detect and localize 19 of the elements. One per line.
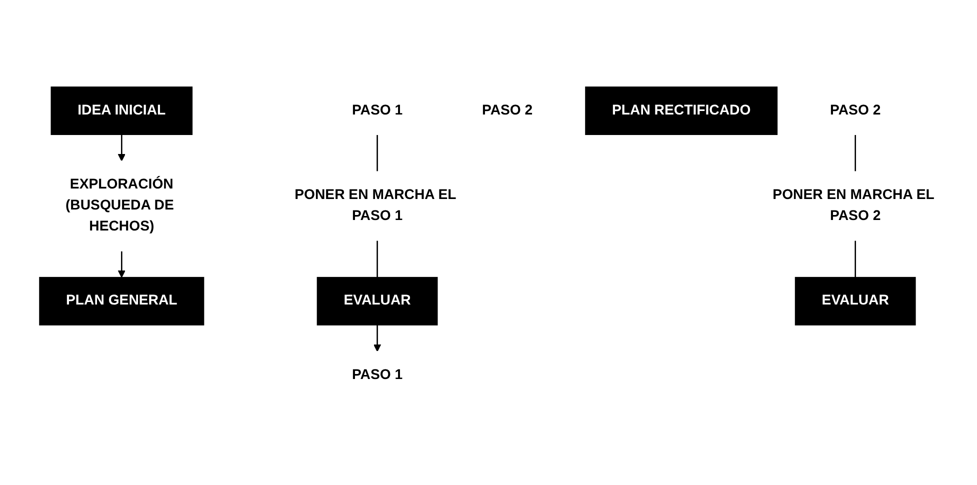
node-box <box>39 276 204 325</box>
arrow <box>118 250 126 278</box>
node-box <box>50 86 193 135</box>
node-text: PONER EN MARCHA EL PASO 2 <box>772 186 934 224</box>
connector <box>376 240 378 277</box>
node-text: EXPLORACIÓN (BUSQUEDA DE HECHOS) <box>65 176 174 234</box>
connector <box>854 240 856 277</box>
node-text: PASO 2 <box>830 102 881 118</box>
node-text: PONER EN MARCHA EL PASO 1 <box>294 186 456 224</box>
connector <box>854 134 856 172</box>
connector <box>376 134 378 172</box>
node-text: PASO 1 <box>352 102 403 118</box>
arrow <box>373 324 382 352</box>
node-text: PASO 1 <box>352 366 403 382</box>
node-box <box>585 86 778 135</box>
node-box <box>794 276 916 325</box>
arrow <box>118 134 126 161</box>
node-box <box>316 276 438 325</box>
node-text: PASO 2 <box>482 102 533 118</box>
